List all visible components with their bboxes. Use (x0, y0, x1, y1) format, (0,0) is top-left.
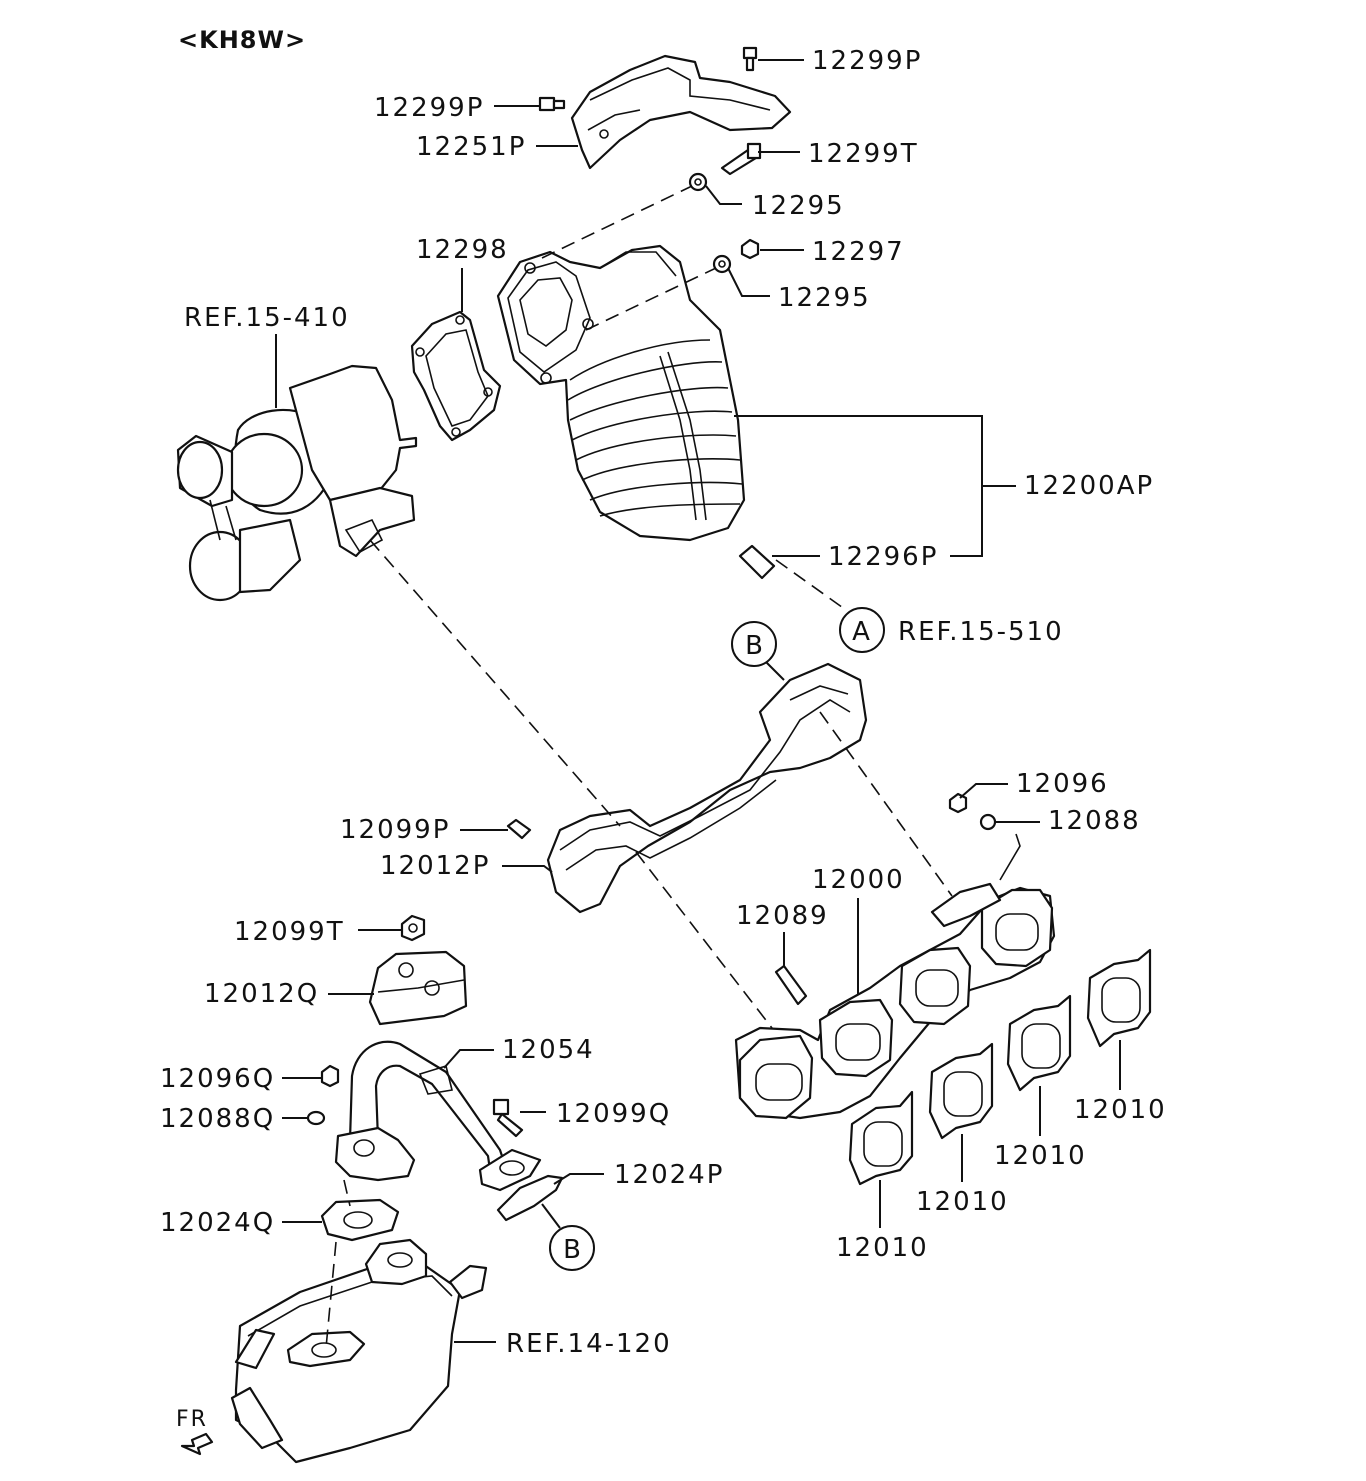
callout-12010-a: 12010 (836, 1233, 929, 1263)
bolt-12099Q (492, 1098, 524, 1138)
svg-text:B: B (745, 631, 765, 661)
stud-12296P (738, 544, 776, 580)
callout-12024P: 12024P (614, 1160, 724, 1190)
egr-pipe-12054 (334, 1040, 542, 1192)
callout-12297: 12297 (812, 237, 905, 267)
front-indicator-label: FR (176, 1407, 208, 1432)
nut-12096 (948, 792, 968, 814)
egr-cooler (230, 1238, 488, 1464)
callout-12010-b: 12010 (916, 1187, 1009, 1217)
bolt-12299P-left (538, 96, 566, 112)
heat-shield-upper (570, 54, 792, 170)
washer-12088 (979, 813, 997, 831)
callout-12096Q: 12096Q (160, 1064, 275, 1094)
callout-12251P: 12251P (416, 132, 526, 162)
washer-12295-b (712, 254, 732, 274)
bolt-12099P (506, 818, 532, 840)
nut-12297 (740, 238, 760, 260)
callout-12010-d: 12010 (1074, 1095, 1167, 1125)
callout-12012P: 12012P (380, 851, 490, 881)
turbocharger (176, 364, 418, 602)
callout-ref-15-410: REF.15-410 (184, 303, 350, 333)
callout-labels: 12299P 12299P 12251P 12299T 12295 12297 … (160, 46, 1167, 1432)
marker-b-bottom: B (549, 1225, 595, 1271)
callout-12088Q: 12088Q (160, 1104, 275, 1134)
callout-12096: 12096 (1016, 769, 1109, 799)
callout-12200AP: 12200AP (1024, 471, 1154, 501)
gasket-12298 (410, 310, 502, 442)
svg-text:B: B (563, 1235, 583, 1265)
callout-12054: 12054 (502, 1035, 595, 1065)
gasket-12010-a (848, 1090, 914, 1186)
heat-shield-12012Q (368, 950, 468, 1026)
callout-ref-14-120: REF.14-120 (506, 1329, 672, 1359)
gasket-12010-d (1086, 948, 1152, 1048)
callout-12012Q: 12012Q (204, 979, 319, 1009)
callout-12299P-top: 12299P (812, 46, 922, 76)
callout-12295-a: 12295 (752, 191, 845, 221)
gasket-12024P (496, 1174, 564, 1222)
diagram-title: <KH8W> (178, 26, 306, 54)
callout-12089: 12089 (736, 901, 829, 931)
callout-12099P: 12099P (340, 815, 450, 845)
callout-12088: 12088 (1048, 806, 1141, 836)
assembly-lines (325, 185, 953, 1349)
washer-12295-a (688, 172, 708, 192)
bolt-12299T (720, 142, 762, 176)
exhaust-manifold-12000 (734, 833, 1056, 1120)
callout-ref-15-510: REF.15-510 (898, 617, 1064, 647)
heat-shield-12012P (546, 662, 868, 914)
callout-12000: 12000 (812, 865, 905, 895)
callout-12299T: 12299T (808, 139, 919, 169)
marker-b-top: B (731, 621, 777, 667)
callout-12296P: 12296P (828, 542, 938, 572)
washer-12088Q (306, 1110, 326, 1126)
gasket-12010-b (928, 1042, 994, 1140)
leader-lines (275, 59, 1121, 1343)
nut-12099T (400, 914, 426, 942)
callout-12099Q: 12099Q (556, 1099, 671, 1129)
catalytic-converter-12200AP (496, 244, 746, 542)
callout-12010-c: 12010 (994, 1141, 1087, 1171)
callout-12298: 12298 (416, 235, 509, 265)
callout-12099T: 12099T (234, 917, 345, 947)
gasket-12024Q (320, 1198, 400, 1242)
stud-12089 (774, 964, 808, 1006)
svg-text:A: A (852, 617, 872, 647)
marker-a: A (839, 607, 885, 653)
front-arrow-icon (180, 1432, 214, 1456)
gasket-12010-c (1006, 994, 1072, 1092)
callout-12299P-left: 12299P (374, 93, 484, 123)
callout-12295-b: 12295 (778, 283, 871, 313)
nut-12096Q (320, 1064, 340, 1088)
bolt-12299P-top (742, 46, 758, 72)
callout-12024Q: 12024Q (160, 1208, 275, 1238)
